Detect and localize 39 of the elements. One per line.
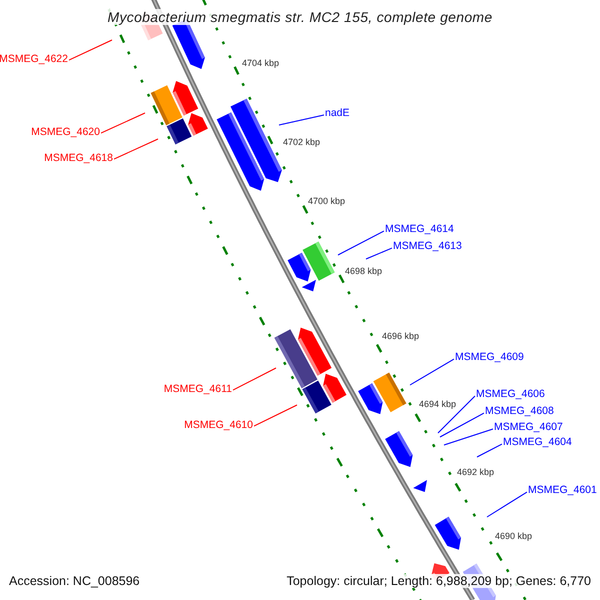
scale-label: 4702 kbp [283,137,320,148]
gene-label: MSMEG_4606 [476,388,545,400]
leader-line [338,230,384,256]
scale-label: 4700 kbp [308,196,346,206]
leader-line [68,40,112,61]
accession-text: Accession: NC_008596 [9,574,140,588]
gene-label: nadE [325,107,350,120]
scale-label: 4698 kbp [345,266,382,276]
gene-label: MSMEG_4607 [494,421,563,434]
gene-label: MSMEG_4604 [503,436,572,448]
leader-line [438,396,476,434]
gene-label: MSMEG_4614 [385,223,454,236]
leader-line [114,138,158,160]
gene-label: MSMEG_4618 [44,152,113,164]
title: Mycobacterium smegmatis str. MC2 155, complete genome [106,9,494,26]
gene-label: MSMEG_4601 [528,484,597,496]
scale-label: 4694 kbp [419,399,456,410]
leader-line [278,114,324,126]
gene-label: MSMEG_4613 [393,240,462,252]
gene-label: MSMEG_4610 [184,419,253,432]
gene-label: MSMEG_4622 [0,53,68,66]
leader-line [366,248,392,260]
scale-label: 4690 kbp [495,531,532,542]
leader-line [100,112,146,134]
scale-label: 4692 kbp [457,467,494,478]
gene-label: MSMEG_4620 [31,126,100,138]
leader-line [444,428,494,446]
leader-line [254,404,298,427]
leader-line [232,368,276,391]
scale-label: 4704 kbp [242,58,280,68]
gene-label: MSMEG_4611 [164,383,232,396]
leader-line [476,444,502,458]
leader-line [486,492,528,518]
genome-info-text: Topology: circular; Length: 6,988,209 bp; Genes: 6,770 [286,574,591,588]
scale-label: 4696 kbp [382,331,420,342]
gene-label: MSMEG_4608 [485,405,554,418]
leader-line [440,412,484,438]
leader-line [410,358,454,386]
gene-label: MSMEG_4609 [455,351,524,364]
